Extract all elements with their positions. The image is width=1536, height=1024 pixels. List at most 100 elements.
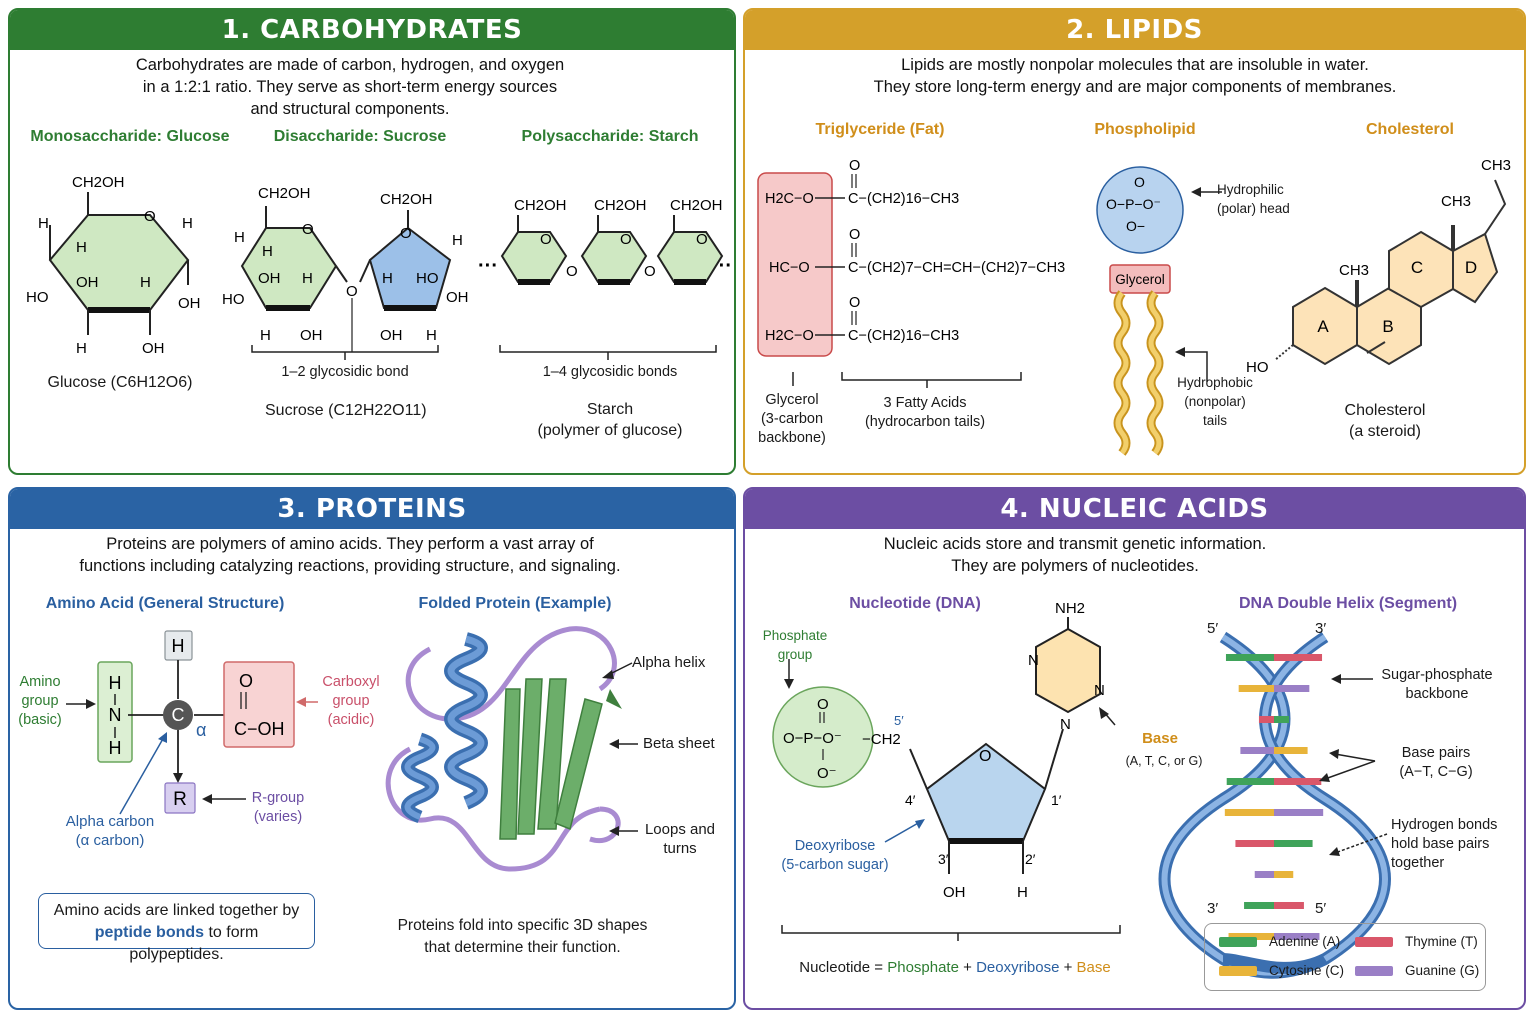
nucleotide-equation: Nucleotide = Phosphate + Deoxyribose + B… (799, 959, 1111, 976)
amino-h1: H (109, 673, 122, 693)
base-n1: N (1028, 652, 1039, 669)
amino-group-label: Amino group (basic) (18, 674, 62, 728)
fatty-chain-3: C−(CH2)16−CH3 (848, 328, 959, 344)
ring-b: B (1382, 317, 1393, 336)
glucose-ho: HO (26, 289, 49, 306)
phos-bottom: O− (1126, 218, 1145, 234)
sucrose-bond-label: 1–2 glycosidic bond (281, 364, 409, 380)
starch-ch2oh3: CH2OH (670, 197, 723, 214)
cholesterol-rings (1274, 179, 1507, 366)
deoxyribose-label: Deoxyribose (5-carbon sugar) (781, 838, 889, 873)
base-pair-left (1254, 871, 1274, 878)
amino-group-box (97, 661, 133, 763)
alpha-symbol: α (196, 720, 206, 740)
base-pair-left (1228, 933, 1274, 940)
c2-label: 2′ (1025, 851, 1036, 867)
carbonyl-o1: O (849, 158, 860, 174)
glucose-ch2oh: CH2OH (72, 174, 125, 191)
nucleic-description: Nucleic acids store and transmit genetic… (883, 535, 1267, 575)
starch-bridge-o2: O (644, 263, 656, 280)
ring-d: D (1465, 258, 1477, 277)
c3-label: 3′ (938, 851, 949, 867)
nuc-phos-top: O (817, 696, 829, 713)
sucrose-h2: H (262, 243, 273, 260)
fatty-acids-label: 3 Fatty Acids (hydrocarbon tails) (864, 395, 986, 430)
phospholipid-title: Phospholipid (1094, 121, 1196, 138)
glycerol-backbone-box (757, 172, 833, 357)
sucrose-h7: H (426, 327, 437, 344)
base-pair-left (1235, 840, 1274, 847)
helix-label-arrows (1319, 674, 1388, 856)
sucrose-caption: Sucrose (C12H22O11) (265, 402, 427, 419)
starch-bridge-o1: O (566, 263, 578, 280)
nucleic-acids-title: 4. NUCLEIC ACIDS (745, 489, 1524, 529)
base-pair-right (1274, 685, 1310, 692)
sucrose-oh2: OH (446, 289, 469, 306)
base-pair-left (1258, 716, 1274, 723)
carboxyl-coh: C−OH (234, 719, 285, 739)
strand-end-br: 5′ (1315, 900, 1327, 917)
base-pair-rungs (1224, 654, 1324, 940)
glucose-h1: H (38, 215, 49, 232)
phos-mid: O−P−O⁻ (1106, 196, 1161, 212)
alpha-carbon (163, 700, 193, 730)
carbohydrates-panel: 1. CARBOHYDRATES Carbohydrates are made … (8, 8, 736, 475)
fold-caption: Proteins fold into specific 3D shapes th… (397, 917, 648, 956)
carbohydrate-structures: CH2OH O H H H HO OH H OH H OH CH2OH CH2O… (26, 174, 732, 360)
alpha-helix-label: Alpha helix (632, 654, 706, 671)
glucose-h3: H (182, 215, 193, 232)
phos-top-o: O (1134, 174, 1145, 190)
hydrogen-bonds-label: Hydrogen bonds hold base pairs together (1391, 817, 1498, 871)
proteins-title: 3. PROTEINS (10, 489, 734, 529)
carbohydrates-description: Carbohydrates are made of carbon, hydrog… (135, 56, 565, 118)
sucrose-oh3: OH (300, 327, 323, 344)
base-pair-right (1274, 809, 1324, 816)
sucrose-structure: CH2OH CH2OH O O O H H H OH H H HO HO OH … (222, 185, 469, 360)
phosphate-circle (772, 686, 874, 788)
base-n2: N (1094, 682, 1105, 699)
triglyceride-title: Triglyceride (Fat) (815, 121, 945, 138)
cholesterol-caption: Cholesterol (a steroid) (1344, 402, 1426, 440)
glycerol-label: Glycerol (3-carbon backbone) (758, 392, 826, 446)
lipids-title: 2. LIPIDS (745, 10, 1524, 50)
proteins-panel: 3. PROTEINS Proteins are polymers of ami… (8, 487, 736, 1010)
lipids-panel: 2. LIPIDS Lipids are mostly nonpolar mol… (743, 8, 1526, 475)
base-pair-right (1274, 902, 1304, 909)
backbone-label: Sugar-phosphate backbone (1381, 667, 1493, 702)
r-group-box (164, 782, 196, 814)
starch-o3: O (696, 231, 708, 248)
cholesterol-ho: HO (1246, 359, 1269, 376)
legend-guanine: Guanine (G) (1355, 963, 1479, 978)
sucrose-ch2oh2: CH2OH (380, 191, 433, 208)
glycerol-row1: H2C−O (765, 191, 814, 207)
ch3-1: CH3 (1339, 262, 1369, 279)
nuc-phos-bottom: O⁻ (817, 765, 837, 782)
helix-title: DNA Double Helix (Segment) (1238, 595, 1458, 612)
nucleic-acids-panel: 4. NUCLEIC ACIDS Nucleic acids store and… (743, 487, 1526, 1010)
base-pairs-label: Base pairs (A−T, C−G) (1399, 745, 1473, 780)
glucose-h2: H (76, 239, 87, 256)
lipids-description: Lipids are mostly nonpolar molecules tha… (873, 56, 1397, 96)
proteins-description: Proteins are polymers of amino acids. Th… (79, 535, 621, 575)
carbonyl-o3: O (849, 295, 860, 311)
phosphate-group-label: Phosphate group (762, 628, 828, 662)
loops-label: Loops and turns (644, 821, 716, 857)
ring-a: A (1317, 317, 1329, 336)
carboxyl-o: O (239, 671, 253, 691)
base-pair-left (1225, 654, 1274, 661)
starch-caption: Starch (polymer of glucose) (537, 401, 683, 439)
sucrose-h1: H (234, 229, 245, 246)
carbonyl-o2: O (849, 227, 860, 243)
top-h: H (172, 636, 185, 656)
ring-c: C (1411, 258, 1423, 277)
carbohydrates-title: 1. CARBOHYDRATES (10, 10, 734, 50)
sucrose-oh1: OH (258, 270, 281, 287)
polysaccharide-title: Polysaccharide: Starch (521, 128, 699, 145)
sugar-h: H (1017, 884, 1028, 901)
base-legend: Adenine (A) Thymine (T) Cytosine (C) Gua… (1204, 923, 1486, 991)
sucrose-oh4: OH (380, 327, 403, 344)
base-pair-left (1226, 778, 1274, 785)
base-label: Base (1142, 730, 1178, 747)
glucose-oh3: OH (142, 340, 165, 357)
disaccharide-title: Disaccharide: Sucrose (273, 128, 447, 145)
